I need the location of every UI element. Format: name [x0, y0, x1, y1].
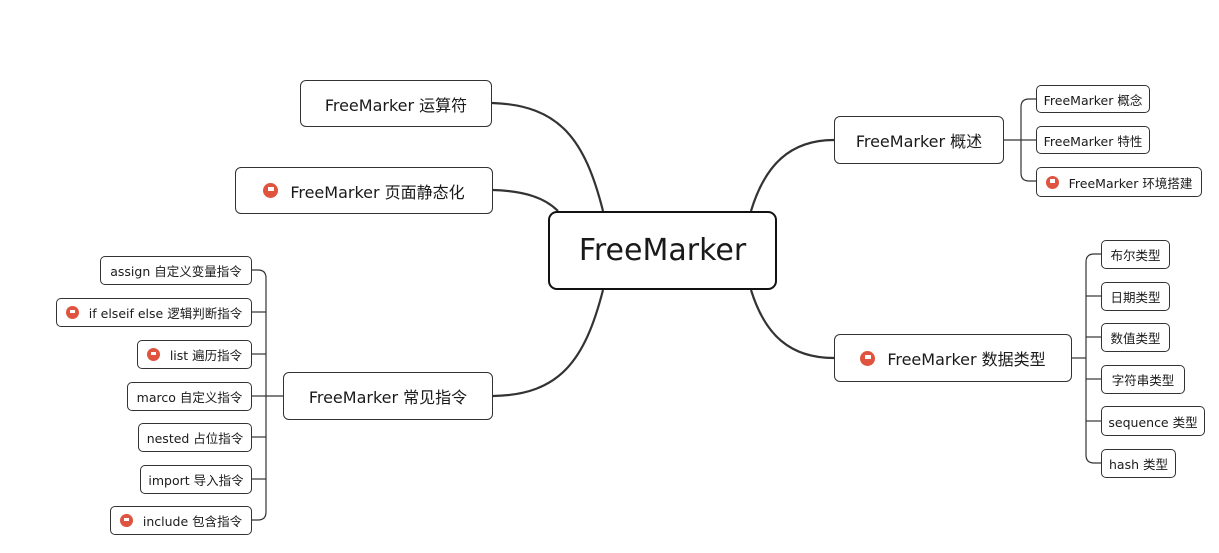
flag-icon — [263, 183, 279, 198]
directive-label: assign 自定义变量指令 — [110, 264, 242, 279]
flag-icon — [860, 350, 876, 366]
datatype-date[interactable]: 日期类型 — [1101, 282, 1170, 311]
topic-overview-label: FreeMarker 概述 — [855, 132, 983, 151]
directive-nested[interactable]: nested 占位指令 — [138, 423, 252, 452]
overview-features[interactable]: FreeMarker 特性 — [1036, 126, 1150, 154]
datatype-label: hash 类型 — [1109, 457, 1168, 472]
root-label: FreeMarker — [578, 233, 747, 268]
flag-icon — [65, 306, 79, 319]
connector-directives — [492, 289, 605, 398]
connector-data-types — [749, 289, 835, 360]
directive-if[interactable]: if elseif else 逻辑判断指令 — [56, 298, 252, 327]
datatype-string[interactable]: 字符串类型 — [1101, 365, 1185, 394]
datatype-sequence[interactable]: sequence 类型 — [1101, 406, 1205, 436]
directive-list[interactable]: list 遍历指令 — [137, 340, 252, 369]
overview-item-label: FreeMarker 概念 — [1043, 92, 1143, 108]
datatype-boolean[interactable]: 布尔类型 — [1101, 240, 1170, 269]
directive-label: include 包含指令 — [142, 514, 243, 529]
flag-icon — [119, 514, 133, 527]
datatype-number[interactable]: 数值类型 — [1101, 323, 1170, 352]
flag-icon — [146, 348, 160, 361]
directive-assign[interactable]: assign 自定义变量指令 — [100, 256, 252, 285]
topic-directives-label: FreeMarker 常见指令 — [308, 388, 468, 407]
topic-directives[interactable]: FreeMarker 常见指令 — [283, 372, 493, 420]
directive-label: import 导入指令 — [148, 473, 244, 488]
datatype-label: 布尔类型 — [1110, 248, 1161, 263]
root-topic[interactable]: FreeMarker — [548, 211, 777, 290]
directive-marco[interactable]: marco 自定义指令 — [127, 382, 252, 411]
directive-label: if elseif else 逻辑判断指令 — [88, 306, 243, 321]
connector-static-page — [492, 188, 559, 212]
topic-operators[interactable]: FreeMarker 运算符 — [300, 80, 492, 127]
topic-data-types[interactable]: FreeMarker 数据类型 — [834, 334, 1072, 382]
overview-concept[interactable]: FreeMarker 概念 — [1036, 85, 1150, 113]
connector-overview — [749, 138, 835, 212]
connector-operators — [491, 101, 605, 212]
topic-data-types-label: FreeMarker 数据类型 — [887, 350, 1046, 369]
overview-setup[interactable]: FreeMarker 环境搭建 — [1036, 167, 1202, 197]
directive-import[interactable]: import 导入指令 — [140, 465, 252, 494]
directive-label: list 遍历指令 — [169, 348, 243, 363]
datatype-label: 字符串类型 — [1111, 373, 1175, 388]
directive-include[interactable]: include 包含指令 — [110, 506, 252, 535]
topic-operators-label: FreeMarker 运算符 — [324, 95, 468, 115]
datatype-label: 日期类型 — [1110, 290, 1161, 305]
topic-static-page[interactable]: FreeMarker 页面静态化 — [235, 167, 493, 214]
datatype-label: 数值类型 — [1110, 331, 1161, 346]
datatype-hash[interactable]: hash 类型 — [1101, 449, 1176, 478]
topic-overview[interactable]: FreeMarker 概述 — [834, 116, 1004, 164]
flag-icon — [1045, 175, 1059, 189]
topic-static-page-label: FreeMarker 页面静态化 — [290, 182, 465, 202]
overview-item-label: FreeMarker 环境搭建 — [1068, 175, 1193, 191]
directive-label: nested 占位指令 — [146, 431, 244, 446]
directive-label: marco 自定义指令 — [136, 390, 243, 405]
overview-item-label: FreeMarker 特性 — [1043, 133, 1143, 149]
datatype-label: sequence 类型 — [1108, 414, 1198, 430]
